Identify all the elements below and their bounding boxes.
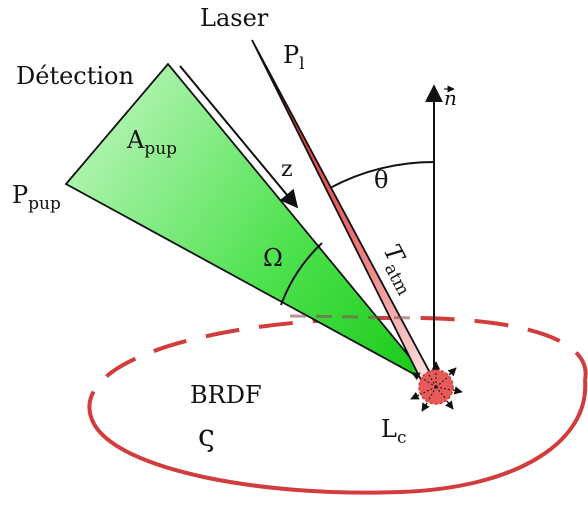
- brdf-ellipse-back: [87, 315, 588, 425]
- label-p-pup: Ppup: [12, 181, 61, 214]
- label-a-pup-main: A: [126, 126, 145, 154]
- label-laser: Laser: [200, 4, 269, 32]
- label-p-l-main: P: [283, 41, 299, 69]
- label-l-c-sub: c: [397, 428, 407, 448]
- label-a-pup: Apup: [126, 126, 177, 159]
- label-brdf: BRDF: [190, 381, 262, 409]
- label-l-c: Lc: [381, 415, 406, 448]
- label-z: z: [281, 157, 293, 182]
- label-detection: Détection: [16, 62, 134, 90]
- theta-arc: [329, 161, 435, 189]
- label-p-pup-main: P: [12, 181, 28, 209]
- brdf-ellipse-front: [92, 379, 588, 495]
- detection-cone: [64, 62, 433, 385]
- label-theta: θ: [374, 166, 388, 194]
- target-spot: [410, 361, 463, 412]
- label-p-pup-sub: pup: [28, 194, 61, 214]
- omega-arc: [280, 242, 323, 306]
- brdf-dashed-reference: [289, 314, 421, 320]
- label-p-l-sub: l: [299, 54, 304, 74]
- label-l-c-main: L: [381, 415, 397, 443]
- label-zeta: ς: [198, 419, 215, 454]
- label-a-pup-sub: pup: [144, 139, 177, 159]
- z-axis-arrow: [179, 65, 299, 209]
- label-p-l: Pl: [283, 41, 305, 74]
- label-omega: Ω: [263, 244, 283, 272]
